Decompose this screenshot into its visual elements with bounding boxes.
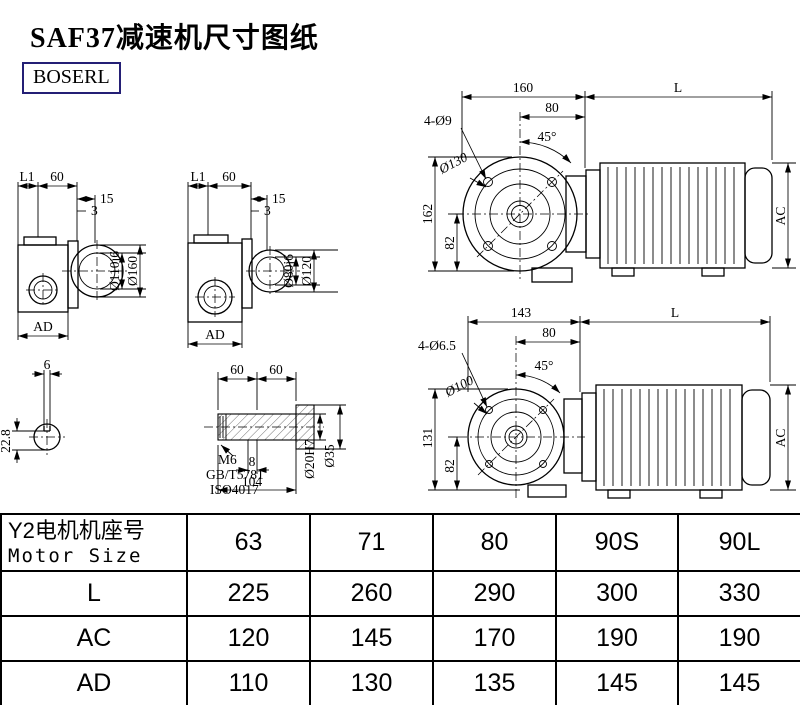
dim-holes-b: 4-Ø6.5 xyxy=(418,338,456,353)
shaft-end-view: 6 22.8 xyxy=(0,357,65,463)
motor-label-cn: Y2电机机座号 xyxy=(8,518,145,543)
bolt-hole xyxy=(483,177,493,187)
dim-80-b: 80 xyxy=(542,325,556,340)
dim-angle-a: 45° xyxy=(538,129,557,144)
bolt-hole xyxy=(539,460,547,468)
dim-length-b: L xyxy=(671,305,679,320)
dim-bolt-circle-a: Ø130 xyxy=(435,149,470,177)
thread-label: M6 xyxy=(218,452,237,467)
shaft-section xyxy=(217,413,297,441)
motor-size-value: 63 xyxy=(186,513,311,572)
bolt-hole xyxy=(485,406,493,414)
table-cell: 145 xyxy=(309,615,434,662)
motor-size-value: 71 xyxy=(309,513,434,572)
row-label: AC xyxy=(0,615,188,662)
dim-60-a: 60 xyxy=(50,169,64,184)
assembly-front-view-a: 160 L 80 4-Ø9 45° Ø130 162 82 xyxy=(420,80,796,283)
bolt-hole xyxy=(539,406,547,414)
table-cell: 225 xyxy=(186,570,311,617)
dim-3-b: 3 xyxy=(264,203,271,218)
dim-l1-a: L1 xyxy=(20,169,35,184)
table-cell: 330 xyxy=(677,570,800,617)
table-cell: 120 xyxy=(186,615,311,662)
table-header-row: Y2电机机座号 Motor Size 63 71 80 90S 90L xyxy=(0,513,800,572)
shaft-detail-view: 60 60 M6 GB/T5781 ISO4017 8 104 Ø20H7 xyxy=(204,362,346,497)
table-cell: 290 xyxy=(432,570,557,617)
table-cell: 190 xyxy=(555,615,679,662)
motor-size-value: 90S xyxy=(555,513,679,572)
dim-outer-dia-b: Ø120 xyxy=(299,256,314,286)
std-gb-label: GB/T5781 xyxy=(206,467,264,482)
dim-outer-dia-a: Ø160 xyxy=(125,256,140,286)
motor-body-b xyxy=(595,384,743,491)
dim-flange-dia-b: Ø80j6 xyxy=(281,254,296,288)
dim-shaft-dia: Ø20H7 xyxy=(302,439,317,479)
table-cell: 135 xyxy=(432,660,557,705)
dim-60-left: 60 xyxy=(230,362,244,377)
dim-3-a: 3 xyxy=(91,203,98,218)
dim-82-b: 82 xyxy=(442,459,457,473)
dim-length-a: L xyxy=(674,80,682,95)
dim-width-b: 143 xyxy=(511,305,532,320)
motor-fins-a xyxy=(607,167,735,264)
bolt-hole xyxy=(483,241,493,251)
row-label: L xyxy=(0,570,188,617)
row-label: AD xyxy=(0,660,188,705)
table-cell: 110 xyxy=(186,660,311,705)
dim-width-a: 160 xyxy=(513,80,534,95)
table-row-AC: AC 120 145 170 190 190 xyxy=(0,615,800,662)
dim-60-b: 60 xyxy=(222,169,236,184)
motor-size-value: 90L xyxy=(677,513,800,572)
gearbox-side-view-b: L1 60 15 3 Ø80j6 Ø120 xyxy=(187,169,338,348)
bolt-hole xyxy=(547,177,557,187)
dim-flange-dia-a: Ø110j6 xyxy=(107,251,122,291)
dim-104: 104 xyxy=(242,474,263,489)
motor-size-header-cell: Y2电机机座号 Motor Size xyxy=(0,513,188,572)
table-cell: 145 xyxy=(555,660,679,705)
technical-drawing: L1 60 15 3 Ø110j6 Ø160 xyxy=(0,80,796,499)
table-cell: 300 xyxy=(555,570,679,617)
table-cell: 260 xyxy=(309,570,434,617)
dim-hub-dia: Ø35 xyxy=(322,444,337,467)
table-cell: 145 xyxy=(677,660,800,705)
brand-logo: BOSERL xyxy=(22,62,121,94)
table-row-L: L 225 260 290 300 330 xyxy=(0,570,800,617)
dim-60-right: 60 xyxy=(269,362,283,377)
table-cell: 190 xyxy=(677,615,800,662)
dim-15-b: 15 xyxy=(272,191,286,206)
dim-22-8: 22.8 xyxy=(0,429,13,453)
dim-80-a: 80 xyxy=(545,100,559,115)
dim-holes-a: 4-Ø9 xyxy=(424,113,452,128)
dim-ad-a: AD xyxy=(33,319,53,334)
table-row-AD: AD 110 130 135 145 145 xyxy=(0,660,800,705)
dim-ad-b: AD xyxy=(205,327,225,342)
dim-height-b: 131 xyxy=(420,428,435,448)
dimension-table: Y2电机机座号 Motor Size 63 71 80 90S 90L L 22… xyxy=(0,513,800,705)
dim-15-a: 15 xyxy=(100,191,114,206)
bolt-hole xyxy=(485,460,493,468)
dim-ac-a: AC xyxy=(773,207,788,226)
dim-angle-b: 45° xyxy=(535,358,554,373)
dim-82-a: 82 xyxy=(442,236,457,250)
dim-ac-b: AC xyxy=(773,429,788,448)
table-cell: 130 xyxy=(309,660,434,705)
dim-bolt-circle-b: Ø100 xyxy=(441,372,476,400)
dim-6: 6 xyxy=(44,357,51,372)
thread-lines xyxy=(219,414,227,440)
dim-height-a: 162 xyxy=(420,204,435,224)
assembly-front-view-b: 143 L 80 4-Ø6.5 45° Ø100 131 82 xyxy=(418,305,796,499)
dim-8: 8 xyxy=(249,454,256,469)
gearbox-side-view-a: L1 60 15 3 Ø110j6 Ø160 xyxy=(17,169,146,340)
bolt-hole xyxy=(547,241,557,251)
dim-l1-b: L1 xyxy=(191,169,206,184)
fan-cowl-a xyxy=(744,167,773,264)
page-title: SAF37减速机尺寸图纸 xyxy=(30,23,319,54)
table-cell: 170 xyxy=(432,615,557,662)
motor-size-value: 80 xyxy=(432,513,557,572)
motor-body-a xyxy=(599,162,746,269)
motor-fins-b xyxy=(603,389,731,486)
motor-label-en: Motor Size xyxy=(8,545,143,567)
fan-cowl-b xyxy=(741,389,771,486)
shaft-shoulder xyxy=(295,404,315,450)
